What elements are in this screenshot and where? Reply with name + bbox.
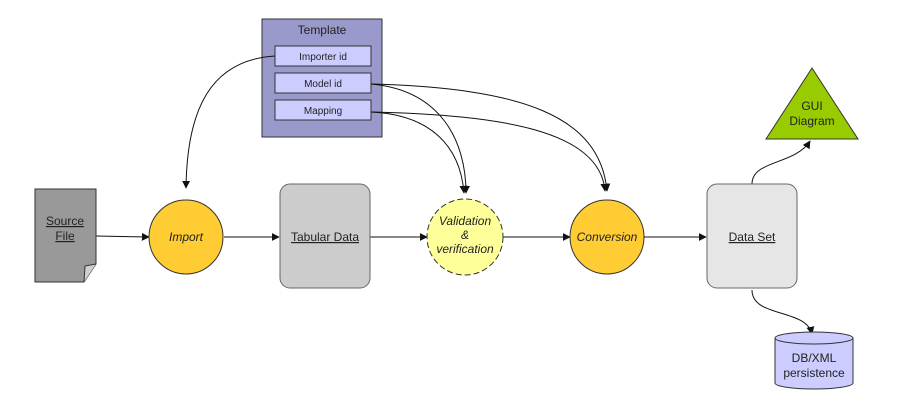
persistence-node: DB/XML persistence (774, 331, 854, 390)
source-file-fold (83, 263, 97, 283)
gui-diagram-label-line2: Diagram (789, 114, 834, 128)
persistence-cylinder-top (774, 331, 854, 345)
persistence-label-line1: DB/XML (792, 351, 837, 365)
validation-node: Validation & verification (426, 198, 504, 276)
gui-diagram-node: GUI Diagram (765, 67, 859, 140)
arrow-mapping-to-validation (370, 111, 468, 194)
conversion-circle (569, 199, 645, 275)
arrow-dataset-to-persistence (751, 289, 815, 335)
tabular-data-node: Tabular Data (279, 183, 371, 289)
tabular-data-label: Tabular Data (291, 230, 359, 244)
template-field-mapping: Mapping (304, 106, 342, 117)
template-title: Template (298, 23, 347, 37)
template-field-model-id: Model id (304, 79, 342, 90)
persistence-label-line2: persistence (783, 366, 845, 380)
arrow-mapping-to-conversion (370, 111, 609, 192)
template-panel: Template Importer id Model id Mapping (261, 18, 383, 138)
tabular-data-box (279, 183, 371, 289)
import-node: Import (148, 199, 224, 275)
validation-label-line1: Validation (439, 214, 492, 228)
arrow-model-to-conversion (370, 83, 611, 192)
gui-diagram-label-line1: GUI (801, 99, 822, 113)
template-field-mapping-box (274, 99, 372, 121)
gui-diagram-triangle (765, 67, 859, 140)
conversion-node: Conversion (569, 199, 645, 275)
source-file-node: Source File (34, 188, 97, 283)
import-circle (148, 199, 224, 275)
source-file-label-line1: Source (46, 214, 84, 228)
template-field-importer-id: Importer id (299, 52, 347, 63)
conversion-label: Conversion (577, 230, 638, 244)
validation-circle (426, 198, 504, 276)
source-file-label-line2: File (55, 229, 75, 243)
arrow-model-to-validation (370, 83, 470, 194)
connectors (95, 55, 815, 335)
arrow-source-to-import (95, 232, 150, 241)
data-set-node: Data Set (706, 183, 798, 289)
arrow-importer-to-import (182, 55, 276, 189)
persistence-cylinder-body (774, 338, 854, 390)
validation-label-line2: & (461, 228, 469, 242)
validation-label-line3: verification (436, 242, 494, 256)
data-set-label: Data Set (729, 230, 776, 244)
data-set-box (706, 183, 798, 289)
import-label: Import (169, 230, 204, 244)
arrow-dataset-to-gui (751, 140, 811, 185)
template-field-model-box (274, 72, 372, 94)
